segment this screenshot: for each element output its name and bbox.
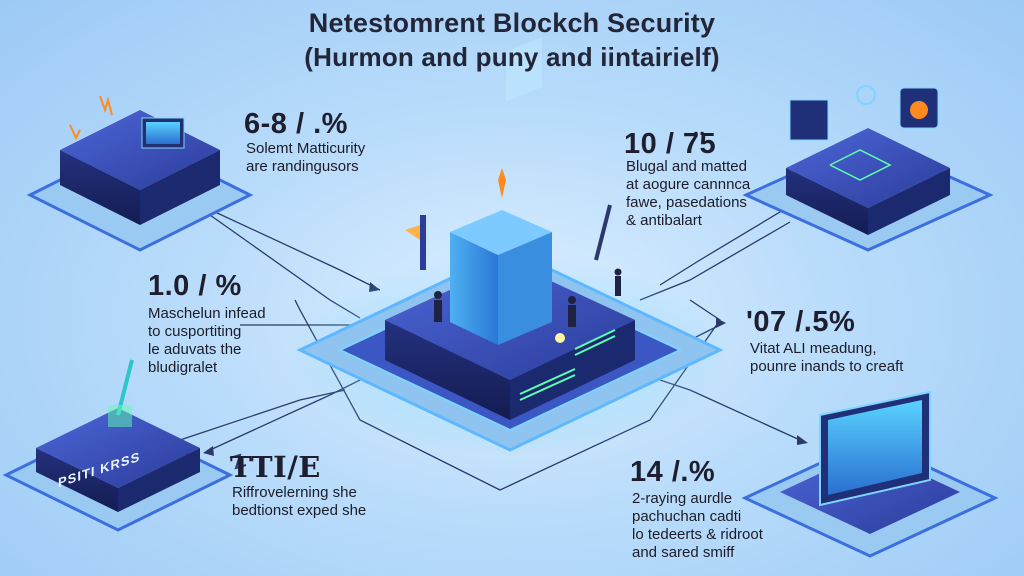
stat-mid-right: '07 /.5% xyxy=(746,306,856,338)
person-figure-2 xyxy=(568,296,576,327)
tower-top-face xyxy=(450,210,552,255)
desc-bottom-right: 2-raying aurdle pachuchan cadti lo tedee… xyxy=(632,490,763,561)
flag-left xyxy=(405,225,420,240)
tr-bubble xyxy=(856,85,876,105)
stat-top-right: 10 / 7̈5 xyxy=(624,128,717,160)
bl-side-r xyxy=(118,448,200,512)
server-bottom-left xyxy=(2,359,234,532)
bl-cup xyxy=(108,405,132,427)
tl-flame-2 xyxy=(69,124,81,141)
tl-side-l xyxy=(60,150,140,225)
central-light xyxy=(555,333,565,343)
stat-mid-left: 1.0 / % xyxy=(148,270,242,302)
desc-top-right: Blugal and matted at aogure cannnca fawe… xyxy=(626,158,751,229)
server-top-left xyxy=(26,95,254,252)
tl-side-r xyxy=(140,150,220,225)
person-figure-3 xyxy=(614,268,622,296)
tower-right-face xyxy=(498,232,552,345)
tr-circuit xyxy=(829,149,892,181)
stat-top-left: 6-8 / .% xyxy=(244,108,348,140)
orange-flame xyxy=(498,168,506,198)
antenna-right xyxy=(594,204,612,261)
tl-monitor-screen xyxy=(146,122,180,144)
tower-screen xyxy=(506,37,542,102)
page-title: Netestomrent Blockch Security xyxy=(308,8,716,38)
page-subtitle: (Hurmon and puny and iintairielf) xyxy=(304,42,720,72)
server-top-right xyxy=(742,85,994,252)
tr-side-l xyxy=(786,168,868,235)
central-green-bars-2 xyxy=(519,368,576,395)
stat-bottom-left: TTI/E xyxy=(230,450,321,484)
tr-panel xyxy=(789,99,829,141)
central-block-side-left xyxy=(385,320,510,420)
desc-mid-right: Vitat ALI meadung, pounre inands to crea… xyxy=(750,340,904,375)
lock-icon xyxy=(910,101,928,119)
stat-bottom-right: 14 /.% xyxy=(630,456,716,488)
central-green-bars-1 xyxy=(519,374,576,401)
laptop-bottom-right xyxy=(741,390,999,558)
arrow-head-bl xyxy=(203,446,214,456)
desc-bottom-left: Riffrovelerning she bedtionst exped she xyxy=(232,484,367,519)
tower-left-face xyxy=(450,232,498,345)
desc-mid-left: Maschelun infead to cusportiting le aduv… xyxy=(148,305,266,376)
bl-side-l xyxy=(36,448,118,512)
tl-flame xyxy=(99,95,113,116)
arrow-head-br xyxy=(797,435,808,445)
tr-side-r xyxy=(868,168,950,235)
person-figure-1 xyxy=(434,291,442,322)
central-green-bars-4 xyxy=(574,329,616,350)
central-green-bars-3 xyxy=(574,335,616,356)
connector-top-right xyxy=(659,199,801,286)
central-platform xyxy=(290,37,730,455)
desc-top-left: Solemt Matticurity are randingusors xyxy=(246,140,366,175)
lightning-icon xyxy=(229,453,247,470)
br-screen xyxy=(828,400,922,495)
